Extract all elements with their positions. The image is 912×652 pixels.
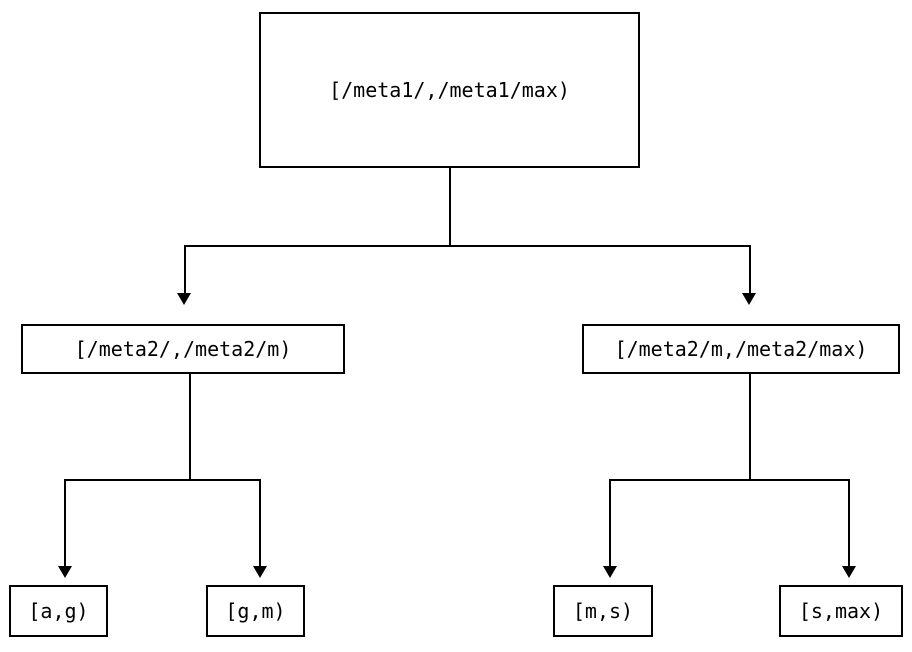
node-leaf-2[interactable]: [g,m) xyxy=(206,585,305,637)
edge-internal-right-stem xyxy=(749,374,751,480)
edge-internal-right-to-leaf-3 xyxy=(609,479,611,566)
node-leaf-3[interactable]: [m,s) xyxy=(553,585,653,637)
edge-internal-left-to-leaf-2 xyxy=(259,479,261,566)
node-leaf-1[interactable]: [a,g) xyxy=(9,585,108,637)
node-internal-right-label: [/meta2/m,/meta2/max) xyxy=(614,337,868,361)
node-internal-left-label: [/meta2/,/meta2/m) xyxy=(74,337,292,361)
edge-root-to-internal-right xyxy=(749,245,751,293)
edge-root-crossbar xyxy=(184,245,751,247)
edge-internal-right-crossbar xyxy=(609,479,850,481)
node-leaf-2-label: [g,m) xyxy=(225,599,286,623)
edge-internal-left-crossbar xyxy=(64,479,261,481)
edge-internal-left-stem xyxy=(189,374,191,480)
edge-root-to-internal-left xyxy=(184,245,186,293)
edge-root-stem xyxy=(449,168,451,246)
arrowhead-leaf-3 xyxy=(603,566,617,578)
edge-internal-left-to-leaf-1 xyxy=(64,479,66,566)
node-internal-right[interactable]: [/meta2/m,/meta2/max) xyxy=(582,324,900,374)
arrowhead-leaf-1 xyxy=(58,566,72,578)
node-leaf-4-label: [s,max) xyxy=(798,599,884,623)
node-leaf-4[interactable]: [s,max) xyxy=(779,585,903,637)
node-leaf-1-label: [a,g) xyxy=(28,599,89,623)
arrowhead-leaf-4 xyxy=(842,566,856,578)
node-internal-left[interactable]: [/meta2/,/meta2/m) xyxy=(21,324,345,374)
arrowhead-leaf-2 xyxy=(253,566,267,578)
node-root[interactable]: [/meta1/,/meta1/max) xyxy=(259,12,640,168)
edge-internal-right-to-leaf-4 xyxy=(848,479,850,566)
node-root-label: [/meta1/,/meta1/max) xyxy=(329,78,570,102)
arrowhead-internal-right xyxy=(742,293,756,305)
arrowhead-internal-left xyxy=(177,293,191,305)
node-leaf-3-label: [m,s) xyxy=(572,599,634,623)
